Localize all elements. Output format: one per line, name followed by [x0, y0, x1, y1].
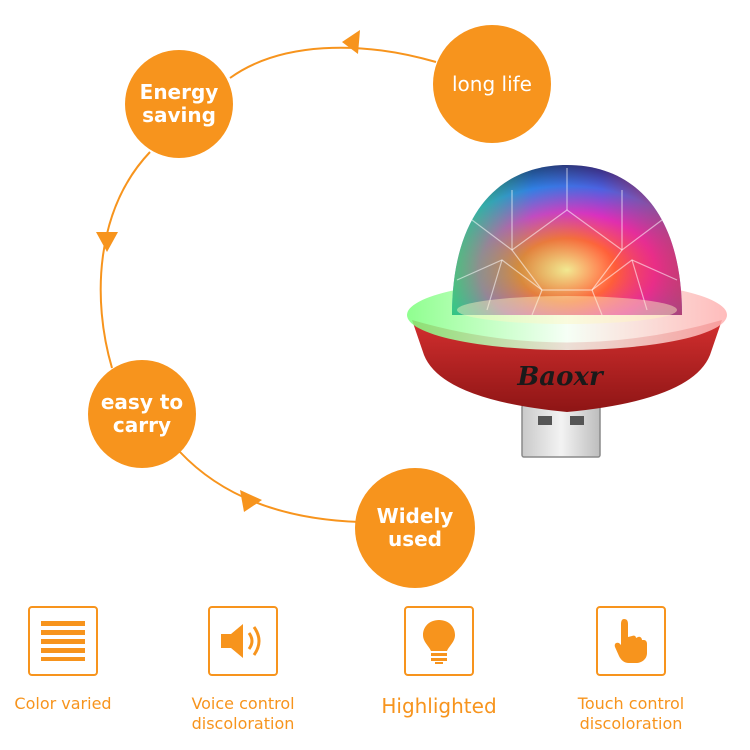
- energy-saving-label: Energy saving: [139, 80, 219, 127]
- speaker-icon: [221, 624, 261, 658]
- widely-used-circle: Widely used: [355, 468, 475, 588]
- long-life-label: long life: [452, 71, 532, 96]
- easy-to-carry-circle: easy to carry: [88, 360, 196, 468]
- arc-longlife-to-energy: [229, 46, 437, 79]
- feature-icon-box: [404, 606, 474, 676]
- pointing-finger-icon: [614, 619, 647, 663]
- easy-to-carry-label: easy to carry: [100, 390, 184, 437]
- feature-highlighted: Highlighted: [349, 606, 529, 716]
- usb-disco-lamp-image: [407, 165, 727, 458]
- feature-icon-box: [596, 606, 666, 676]
- feature-touch-control: Touch control discoloration: [541, 606, 721, 734]
- feature-label: Touch control discoloration: [577, 694, 685, 733]
- feature-icon-box: [208, 606, 278, 676]
- long-life-circle: long life: [433, 25, 551, 143]
- feature-color-varied: Color varied: [0, 606, 153, 714]
- feature-label: Color varied: [14, 694, 112, 713]
- feature-icon-box: [28, 606, 98, 676]
- brand-name: Baoxr: [517, 362, 603, 392]
- widely-used-label: Widely used: [376, 504, 454, 551]
- lines-icon: [41, 621, 85, 661]
- usb-plug: [521, 404, 601, 458]
- arrow-head-bottom: [240, 490, 262, 512]
- feature-label: Voice control discoloration: [191, 694, 295, 733]
- light-bulb-icon: [423, 620, 455, 664]
- feature-label: Highlighted: [381, 694, 497, 718]
- energy-saving-circle: Energy saving: [125, 50, 233, 158]
- arrow-head-top: [342, 30, 360, 54]
- feature-voice-control: Voice control discoloration: [153, 606, 333, 734]
- arc-easy-to-widely: [179, 451, 361, 523]
- arrow-head-left: [96, 232, 118, 252]
- arc-energy-to-easy: [99, 151, 151, 369]
